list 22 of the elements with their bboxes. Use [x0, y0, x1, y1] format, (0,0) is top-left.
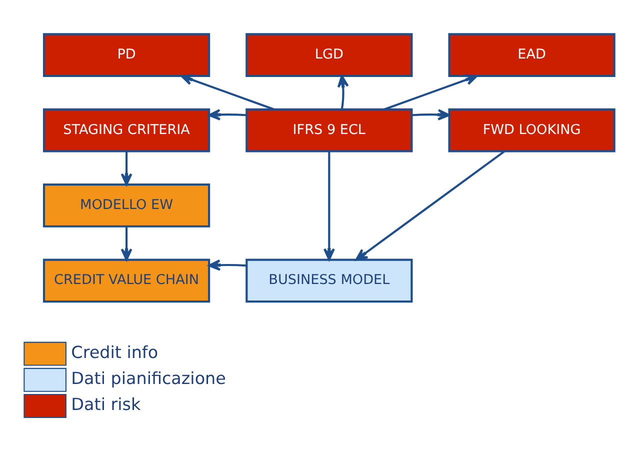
node-box: EAD [448, 32, 616, 76]
node-box: FWD LOOKING [448, 108, 616, 152]
legend-label: Dati pianificazione [71, 367, 226, 388]
arrow [208, 108, 246, 120]
node-box: STAGING CRITERIA [42, 108, 210, 152]
node-box: BUSINESS MODEL [246, 258, 413, 302]
legend-label: Dati risk [71, 393, 141, 414]
arrow [120, 150, 132, 186]
arrow [208, 258, 246, 270]
arrow [384, 74, 478, 110]
arrow [337, 74, 349, 109]
node-box: CREDIT VALUE CHAIN [42, 258, 210, 302]
arrow [120, 226, 132, 260]
arrow [412, 108, 450, 120]
arrow [180, 74, 274, 110]
node-box: MODELLO EW [42, 183, 210, 227]
node-box: LGD [246, 32, 413, 76]
arrow [323, 150, 335, 260]
legend-label: Credit info [71, 341, 158, 362]
node-box: IFRS 9 ECL [246, 108, 413, 152]
node-box: PD [42, 32, 210, 76]
arrow [355, 150, 506, 260]
